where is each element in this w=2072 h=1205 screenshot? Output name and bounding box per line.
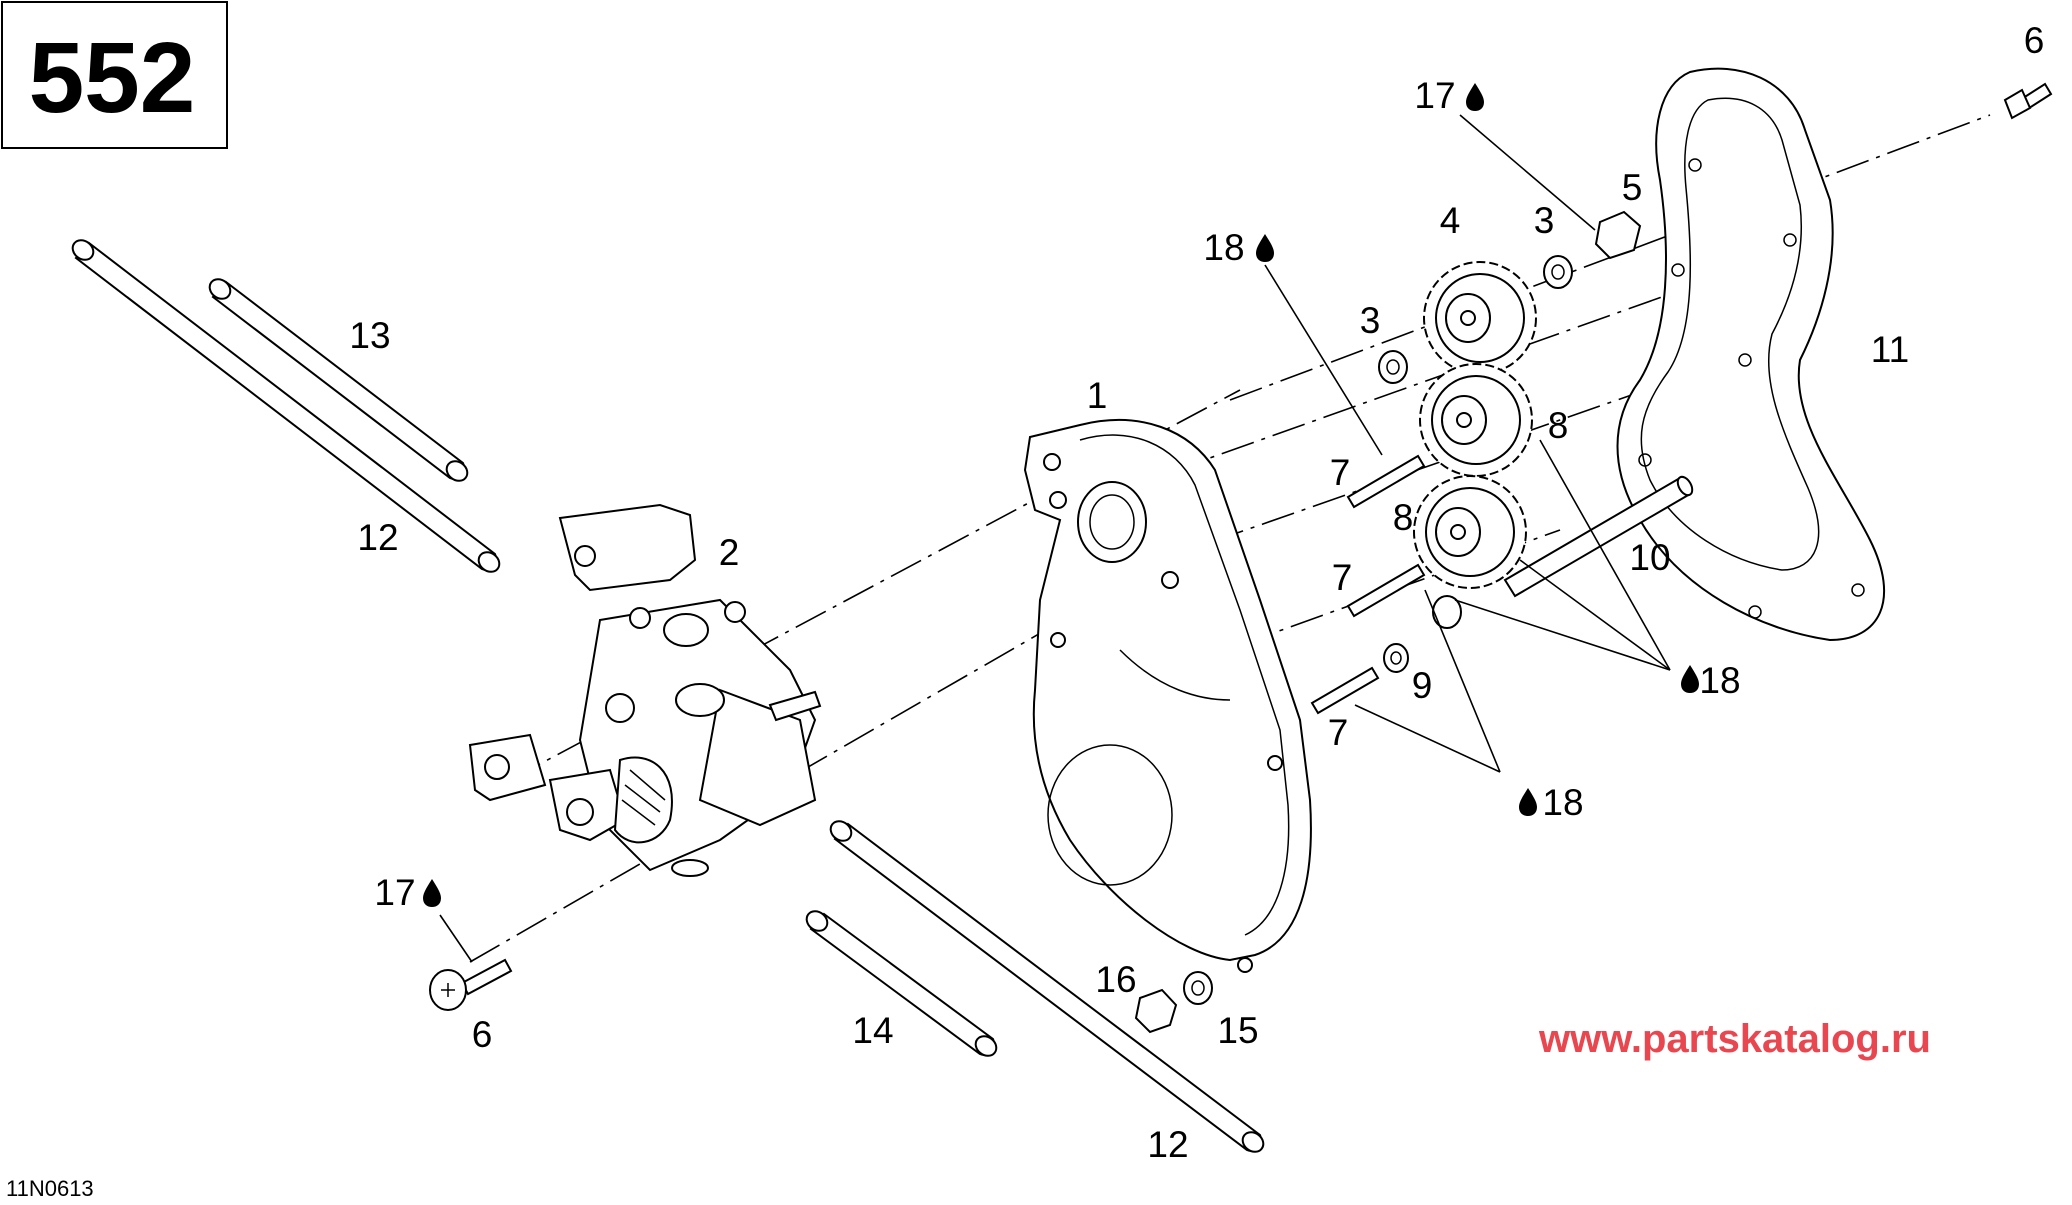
callout-13: 13 [349,315,390,356]
callout-18-lower: 18 [1542,782,1583,823]
callout-14: 14 [852,1010,893,1051]
tube-12-upper [71,239,501,573]
callout-3-left: 3 [1360,300,1381,341]
callout-10: 10 [1629,537,1670,578]
callout-12-lower: 12 [1147,1124,1188,1165]
callout-18-right: 18 [1699,660,1740,701]
tube-13 [208,278,469,482]
shaft-10 [1503,475,1694,598]
callout-labels: 1 2 3 3 4 5 6 6 7 7 7 8 8 9 10 11 12 12 … [349,20,2044,1165]
callout-4: 4 [1440,200,1461,241]
oil-drop-icon [1519,788,1537,816]
callout-5: 5 [1622,167,1643,208]
tube-14 [805,910,998,1057]
oil-pump [468,503,822,877]
callout-8-lower: 8 [1393,497,1414,538]
callout-12-upper: 12 [357,517,398,558]
callout-7-bottom: 7 [1328,712,1349,753]
callout-2: 2 [719,532,740,573]
callout-3-right: 3 [1534,200,1555,241]
callout-6-upper: 6 [2024,20,2045,61]
callout-11: 11 [1871,329,1909,370]
callout-8-upper: 8 [1548,405,1569,446]
screw-6-upper [2003,82,2053,120]
tube-12-lower [829,820,1265,1153]
callout-7-middle: 7 [1332,557,1353,598]
callout-9: 9 [1412,665,1433,706]
page-number: 552 [29,22,196,134]
callout-18-upper: 18 [1203,227,1244,268]
oil-drop-icon [1466,83,1484,111]
pins-7 [1310,454,1426,715]
watermark-url: www.partskatalog.ru [1538,1017,1931,1061]
callout-16: 16 [1095,959,1136,1000]
callout-6-lower: 6 [472,1014,493,1055]
oil-drop-icon [423,879,441,907]
callout-1: 1 [1087,375,1108,416]
cover [1023,419,1312,973]
gear-4 [1423,261,1537,375]
callout-17-upper: 17 [1414,75,1455,116]
washers-and-nuts [1134,210,1642,1034]
callout-15: 15 [1217,1010,1258,1051]
gear-8-lower [1413,475,1527,629]
screw-6-lower [429,958,513,1011]
page-number-box: 552 [1,1,228,149]
oil-drop-icon [1681,665,1699,693]
gear-8-upper [1419,363,1533,477]
oil-drop-icon [1256,234,1274,262]
figure-code: 11N0613 [6,1176,94,1201]
callout-17-lower: 17 [374,872,415,913]
callout-7-top: 7 [1330,452,1351,493]
leader-lines [439,114,1671,963]
